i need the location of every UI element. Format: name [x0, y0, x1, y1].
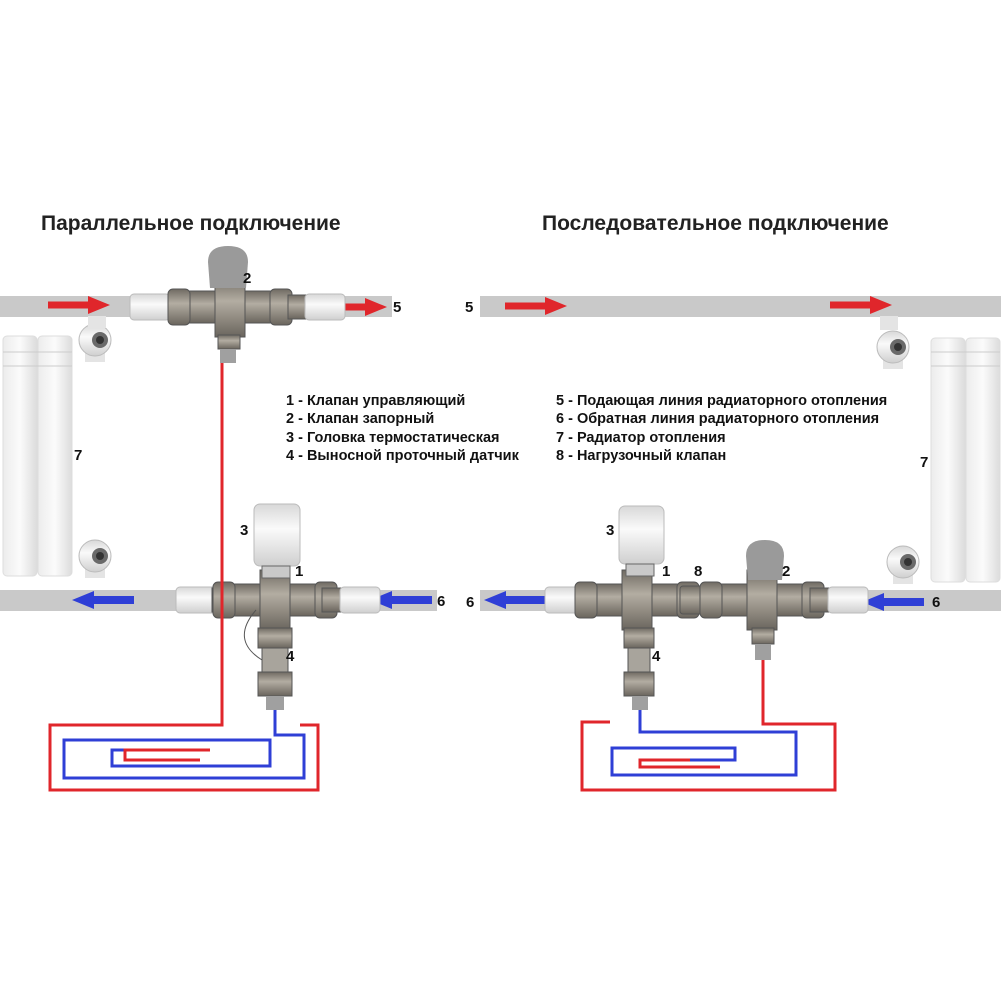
- parallel-scheme: [0, 246, 437, 792]
- elbow-fitting: [78, 323, 112, 363]
- floor-heating-loop: [580, 660, 837, 792]
- thermostatic-head: [253, 503, 301, 567]
- legend-item: 5 - Подающая линия радиаторного отоплени…: [556, 393, 888, 409]
- legend-item: 1 - Клапан управляющий: [286, 393, 466, 409]
- flow-sensor: [257, 627, 293, 649]
- label-1: 1: [295, 563, 304, 580]
- label-7: 7: [74, 447, 83, 464]
- label-6: 6: [437, 593, 446, 610]
- flow-sensor: [623, 627, 655, 649]
- control-valve: [175, 503, 381, 710]
- legend-item: 3 - Головка термостатическая: [286, 429, 500, 446]
- legend-left: 1 - Клапан управляющий 2 - Клапан запорн…: [286, 392, 519, 465]
- shutoff-valve: [129, 246, 346, 363]
- label-3: 3: [240, 522, 249, 539]
- label-4: 4: [652, 648, 661, 665]
- parallel-title: Параллельное подключение: [41, 212, 341, 235]
- label-5: 5: [393, 299, 402, 316]
- serial-title: Последовательное подключение: [542, 212, 889, 235]
- label-2: 2: [782, 563, 791, 580]
- label-4: 4: [286, 648, 295, 665]
- elbow-fitting: [886, 545, 920, 585]
- thermostatic-head: [618, 505, 665, 565]
- legend-item: 2 - Клапан запорный: [286, 411, 435, 428]
- radiator: [930, 337, 1001, 583]
- label-6: 6: [932, 594, 941, 611]
- elbow-fitting: [78, 539, 112, 579]
- legend-item: 7 - Радиатор отопления: [556, 429, 726, 446]
- legend-item: 6 - Обратная линия радиаторного отоплени…: [556, 411, 880, 428]
- legend-item: 4 - Выносной проточный датчик: [286, 447, 519, 464]
- control-valve: [544, 505, 700, 710]
- shutoff-valve: [699, 540, 869, 660]
- label-8: 8: [694, 563, 703, 580]
- label-3: 3: [606, 522, 615, 539]
- floor-heating-loop: [48, 363, 320, 792]
- legend-right: 5 - Подающая линия радиаторного отоплени…: [556, 392, 887, 465]
- serial-scheme: [480, 296, 1001, 792]
- label-5: 5: [465, 299, 474, 316]
- elbow-fitting: [876, 330, 910, 370]
- label-2: 2: [243, 270, 252, 287]
- radiator: [2, 335, 73, 577]
- label-1: 1: [662, 563, 671, 580]
- label-6: 6: [466, 594, 475, 611]
- legend-item: 8 - Нагрузочный клапан: [556, 447, 727, 464]
- label-7: 7: [920, 454, 929, 471]
